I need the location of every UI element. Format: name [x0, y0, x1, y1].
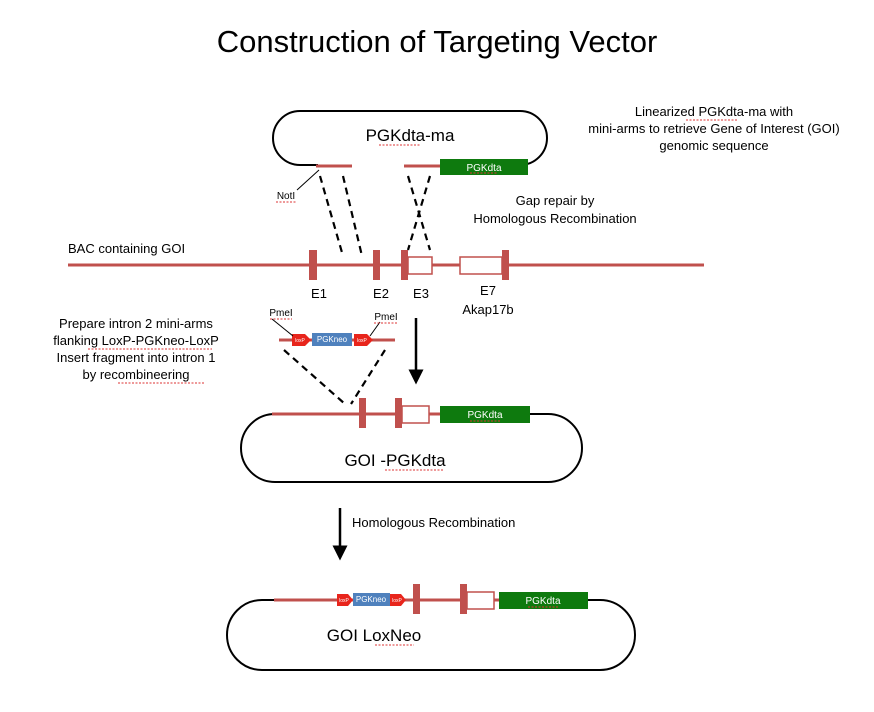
exon-e3-utr: [407, 256, 433, 275]
vector1-note-line2: mini-arms to retrieve Gene of Interest (…: [588, 121, 839, 136]
exon-e7-utr: [459, 256, 503, 275]
noti-label: NotI: [277, 191, 295, 202]
pgkdta-marker: [440, 159, 528, 175]
loxp-right-arrow: [354, 334, 373, 346]
exon-e3: [401, 250, 408, 280]
exon-e7: [502, 250, 509, 280]
pmei-right-pointer: [369, 321, 381, 337]
gap-repair-line2: Homologous Recombination: [473, 211, 636, 226]
loxp-left-label: loxP: [339, 598, 349, 604]
gap-repair-crossover-lines: [318, 175, 432, 257]
exon-e2: [359, 398, 366, 428]
plasmid-outline: [272, 110, 548, 166]
vector-pgkdta-ma: PGKdta PGKdta-ma NotI: [272, 110, 548, 203]
exon-e3: [395, 398, 402, 428]
pgkdta-marker-label: PGKdta: [525, 596, 560, 607]
vector-goi-loxneo: loxP PGKneo loxP PGKdta GOI LoxNeo: [226, 584, 636, 671]
vector1-note: Linearized PGKdta-ma with mini-arms to r…: [588, 104, 839, 153]
exon-e2: [373, 250, 380, 280]
pgkdta-marker: [440, 406, 530, 423]
pgkneo-box: [312, 333, 352, 346]
loxp-right-arrow: [390, 594, 406, 606]
prepare-line4: by recombineering: [83, 367, 190, 382]
exon-e1-label: E1: [311, 286, 327, 301]
gene-label: Akap17b: [462, 302, 513, 317]
pmei-right-label: PmeI: [374, 312, 397, 323]
exon-e2-label: E2: [373, 286, 389, 301]
noti-pointer: [296, 169, 320, 191]
loxp-left-arrow: [292, 334, 311, 346]
exon-e3-utr: [401, 405, 430, 424]
vector-goi-pgkdta: PGKdta GOI -PGKdta: [240, 398, 583, 483]
prepare-note: Prepare intron 2 mini-arms flanking LoxP…: [53, 316, 219, 384]
pgkneo-label: PGKneo: [317, 335, 348, 344]
plasmid-outline: [226, 599, 636, 671]
pgkdta-marker: [499, 592, 588, 609]
pgkdta-marker-label: PGKdta: [466, 163, 501, 174]
plasmid-outline: [240, 413, 583, 483]
pgkdta-marker-label: PGKdta: [467, 410, 502, 421]
step2-label: Homologous Recombination: [352, 515, 515, 530]
loxp-left-arrow: [337, 594, 353, 606]
exon-e2: [413, 584, 420, 614]
page-title: Construction of Targeting Vector: [217, 24, 658, 59]
cassette-crossover-left: [283, 349, 346, 405]
cassette-crossover-right: [350, 349, 386, 405]
pgkneo-box: [353, 593, 390, 606]
loxp-pgkneo-cassette-fragment: loxP PGKneo loxP PmeI PmeI: [269, 308, 398, 346]
exon-e1: [309, 250, 317, 280]
vector1-name: PGKdta-ma: [366, 126, 455, 145]
vector2-name: GOI -PGKdta: [344, 451, 446, 470]
exon-e7-label: E7: [480, 283, 496, 298]
prepare-line2: flanking LoxP-PGKneo-LoxP: [53, 333, 218, 348]
exon-e3-label: E3: [413, 286, 429, 301]
bac-label: BAC containing GOI: [68, 241, 185, 256]
loxp-left-label: loxP: [295, 338, 305, 344]
pmei-left-pointer: [271, 318, 294, 337]
exon-e3-utr: [466, 591, 495, 610]
prepare-line3: Insert fragment into intron 1: [57, 350, 216, 365]
loxp-right-label: loxP: [392, 598, 402, 604]
prepare-line1: Prepare intron 2 mini-arms: [59, 316, 213, 331]
loxp-right-label: loxP: [357, 338, 367, 344]
vector3-name: GOI LoxNeo: [327, 626, 422, 645]
pgkneo-label: PGKneo: [356, 595, 387, 604]
vector1-note-line3: genomic sequence: [659, 138, 768, 153]
exon-e3: [460, 584, 467, 614]
gap-repair-line1: Gap repair by: [516, 193, 595, 208]
vector1-note-line1: Linearized PGKdta-ma with: [635, 104, 793, 119]
pmei-left-label: PmeI: [269, 308, 292, 319]
bac-gene-map: BAC containing GOI E1 E2 E3 E7 Akap17b: [68, 241, 704, 317]
